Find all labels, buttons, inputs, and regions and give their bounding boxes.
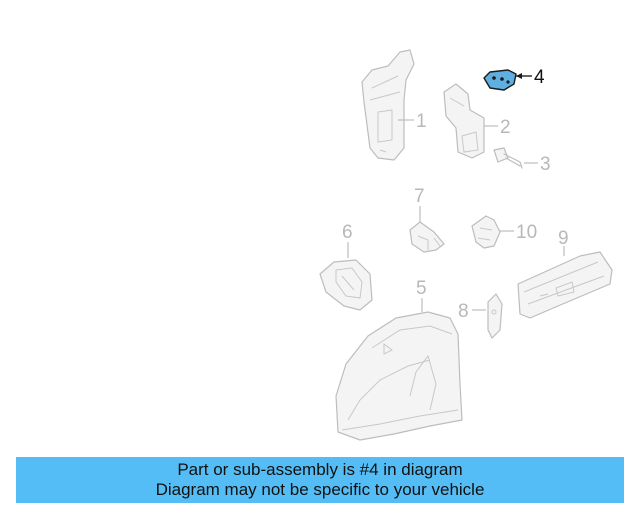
part-5: 5 <box>335 278 463 441</box>
callout-6: 6 <box>342 222 353 243</box>
callout-8: 8 <box>458 301 469 322</box>
part-3: 3 <box>493 147 551 175</box>
callout-1: 1 <box>416 111 427 132</box>
part-2: 2 <box>443 83 511 159</box>
callout-10: 10 <box>516 222 537 243</box>
callout-9: 9 <box>558 228 569 249</box>
part-9: 9 <box>517 228 613 319</box>
info-banner: Part or sub-assembly is #4 in diagram Di… <box>16 457 624 503</box>
callout-4: 4 <box>534 67 545 88</box>
part-7: 7 <box>409 186 445 253</box>
part-8: 8 <box>458 293 503 339</box>
part-4: 4 <box>483 67 545 91</box>
part-6: 6 <box>319 222 373 311</box>
part-10: 10 <box>471 215 537 249</box>
banner-line-2: Diagram may not be specific to your vehi… <box>155 480 485 499</box>
banner-line-1: Part or sub-assembly is #4 in diagram <box>177 460 463 479</box>
callout-3: 3 <box>540 154 551 175</box>
callout-7: 7 <box>414 186 425 207</box>
callout-2: 2 <box>500 117 511 138</box>
parts-diagram: 1 2 3 4 6 7 <box>319 49 613 441</box>
callout-5: 5 <box>416 278 427 299</box>
part-1: 1 <box>361 49 427 161</box>
